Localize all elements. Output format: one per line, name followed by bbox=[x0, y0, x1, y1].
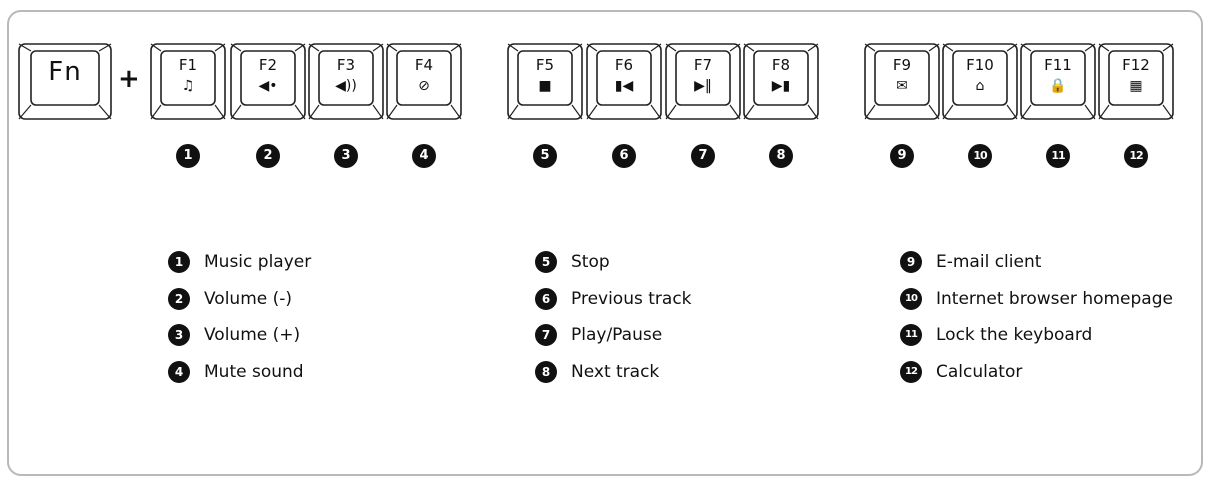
legend-text: Stop bbox=[571, 252, 610, 272]
key-number-badge: 3 bbox=[334, 144, 358, 168]
home-icon: ⌂ bbox=[975, 78, 985, 94]
key-label: F8 bbox=[771, 56, 791, 74]
legend-text: Calculator bbox=[936, 362, 1023, 382]
play-pause-icon: ▶‖ bbox=[694, 78, 712, 94]
legend-number-badge: 2 bbox=[168, 288, 190, 310]
key-shape bbox=[150, 43, 226, 120]
key-number-badge: 10 bbox=[968, 144, 992, 168]
legend-number-badge: 7 bbox=[535, 324, 557, 346]
key-shape bbox=[942, 43, 1018, 120]
key-f5: F5 ■ bbox=[507, 43, 583, 120]
legend-number-badge: 5 bbox=[535, 251, 557, 273]
key-number-badge: 9 bbox=[890, 144, 914, 168]
legend-text: Volume (-) bbox=[204, 289, 293, 309]
calculator-icon: ▦ bbox=[1129, 78, 1143, 94]
key-number-badge: 8 bbox=[769, 144, 793, 168]
key-shape bbox=[1098, 43, 1174, 120]
key-f12: F12 ▦ bbox=[1098, 43, 1174, 120]
key-label: F7 bbox=[693, 56, 713, 74]
mute-icon: ⊘ bbox=[418, 78, 430, 94]
key-f11: F11 🔒 bbox=[1020, 43, 1096, 120]
key-f8: F8 ▶▮ bbox=[743, 43, 819, 120]
diagram-frame bbox=[7, 10, 1203, 476]
music-note-icon: ♫ bbox=[181, 78, 195, 94]
key-label: F9 bbox=[892, 56, 912, 74]
key-label: F5 bbox=[535, 56, 555, 74]
legend-number-badge: 1 bbox=[168, 251, 190, 273]
volume-down-icon: ◀• bbox=[258, 78, 278, 94]
key-number-badge: 4 bbox=[412, 144, 436, 168]
key-shape bbox=[586, 43, 662, 120]
key-number-badge: 6 bbox=[612, 144, 636, 168]
fn-key-shape bbox=[18, 43, 112, 120]
key-label: F12 bbox=[1122, 56, 1150, 74]
key-number-badge: 1 bbox=[176, 144, 200, 168]
key-label: F2 bbox=[258, 56, 278, 74]
next-track-icon: ▶▮ bbox=[771, 78, 791, 94]
legend-text: Music player bbox=[204, 252, 312, 272]
legend-number-badge: 10 bbox=[900, 288, 922, 310]
key-f4: F4 ⊘ bbox=[386, 43, 462, 120]
legend-text: Lock the keyboard bbox=[936, 325, 1093, 345]
key-f1: F1 ♫ bbox=[150, 43, 226, 120]
key-number-badge: 12 bbox=[1124, 144, 1148, 168]
legend-number-badge: 3 bbox=[168, 324, 190, 346]
key-label: F3 bbox=[336, 56, 356, 74]
legend-text: Next track bbox=[571, 362, 660, 382]
key-f3: F3 ◀)) bbox=[308, 43, 384, 120]
key-shape bbox=[308, 43, 384, 120]
volume-up-icon: ◀)) bbox=[335, 78, 357, 94]
legend-number-badge: 4 bbox=[168, 361, 190, 383]
key-f7: F7 ▶‖ bbox=[665, 43, 741, 120]
stop-icon: ■ bbox=[538, 78, 552, 94]
legend-number-badge: 12 bbox=[900, 361, 922, 383]
key-shape bbox=[386, 43, 462, 120]
legend-text: Mute sound bbox=[204, 362, 304, 382]
legend-number-badge: 8 bbox=[535, 361, 557, 383]
key-number-badge: 5 bbox=[533, 144, 557, 168]
key-f9: F9 ✉ bbox=[864, 43, 940, 120]
key-number-badge: 7 bbox=[691, 144, 715, 168]
legend-number-badge: 6 bbox=[535, 288, 557, 310]
key-label: F6 bbox=[614, 56, 634, 74]
key-number-badge: 11 bbox=[1046, 144, 1070, 168]
plus-sign: + bbox=[118, 64, 140, 94]
key-label: F1 bbox=[178, 56, 198, 74]
legend-number-badge: 11 bbox=[900, 324, 922, 346]
key-f10: F10 ⌂ bbox=[942, 43, 1018, 120]
key-f6: F6 ▮◀ bbox=[586, 43, 662, 120]
key-shape bbox=[864, 43, 940, 120]
legend-text: Play/Pause bbox=[571, 325, 663, 345]
key-f2: F2 ◀• bbox=[230, 43, 306, 120]
key-shape bbox=[743, 43, 819, 120]
legend-text: Internet browser homepage bbox=[936, 289, 1173, 309]
email-icon: ✉ bbox=[896, 78, 908, 94]
key-number-badge: 2 bbox=[256, 144, 280, 168]
lock-icon: 🔒 bbox=[1049, 78, 1067, 94]
previous-track-icon: ▮◀ bbox=[614, 78, 634, 94]
legend-text: Volume (+) bbox=[204, 325, 301, 345]
key-shape bbox=[1020, 43, 1096, 120]
legend-text: E-mail client bbox=[936, 252, 1042, 272]
key-label: F10 bbox=[966, 56, 994, 74]
key-label: F4 bbox=[414, 56, 434, 74]
key-shape bbox=[507, 43, 583, 120]
key-label: F11 bbox=[1044, 56, 1072, 74]
fn-key-label: Fn bbox=[48, 57, 82, 87]
legend-number-badge: 9 bbox=[900, 251, 922, 273]
key-shape bbox=[665, 43, 741, 120]
key-shape bbox=[230, 43, 306, 120]
fn-key: Fn bbox=[18, 43, 112, 120]
legend-text: Previous track bbox=[571, 289, 692, 309]
